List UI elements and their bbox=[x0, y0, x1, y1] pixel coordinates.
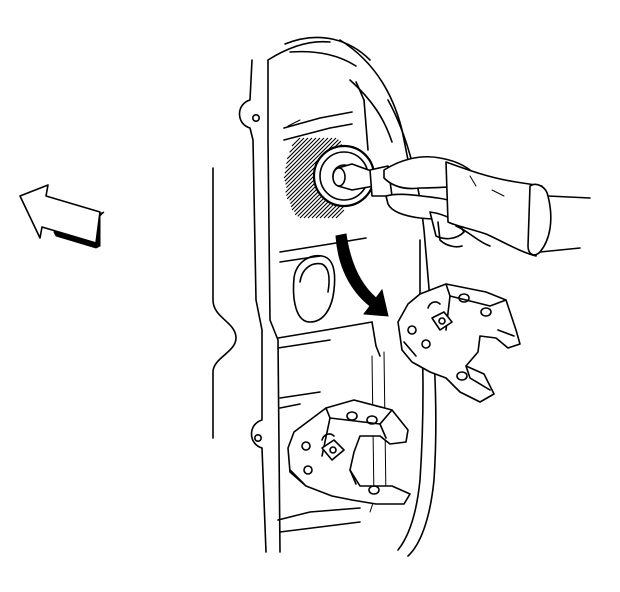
lower-hinge-bracket-installed bbox=[287, 399, 411, 505]
direction-arrow-icon bbox=[19, 184, 105, 249]
hatch-line bbox=[285, 137, 333, 185]
hatch-line bbox=[284, 137, 329, 182]
hatch-line bbox=[286, 137, 313, 164]
hatch-line bbox=[285, 137, 317, 169]
hand-with-tool bbox=[332, 155, 591, 257]
hatch-line bbox=[283, 137, 325, 179]
hatch-line bbox=[286, 137, 309, 160]
hatch-line bbox=[289, 137, 305, 153]
hatch-line bbox=[285, 139, 339, 193]
hatch-line bbox=[286, 137, 337, 188]
door-outer-edge bbox=[212, 167, 237, 439]
upper-hinge-bracket-removed bbox=[397, 283, 521, 403]
hatch-line bbox=[335, 209, 345, 219]
hatch-line bbox=[284, 137, 321, 174]
hatch-line bbox=[291, 137, 301, 147]
motion-arrow-icon bbox=[335, 233, 389, 317]
